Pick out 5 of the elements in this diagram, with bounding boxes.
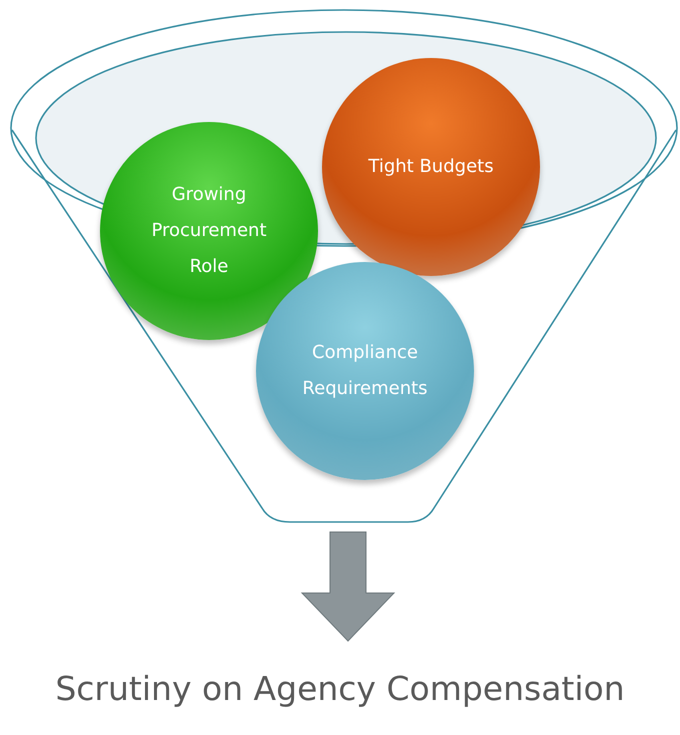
- circle-label: Compliance Requirements: [301, 341, 429, 401]
- block-arrow: [300, 532, 396, 642]
- circle-label: Tight Budgets: [367, 155, 495, 179]
- result-text: Scrutiny on Agency Compensation: [0, 645, 680, 733]
- circle-label: Growing Procurement Role: [150, 183, 268, 279]
